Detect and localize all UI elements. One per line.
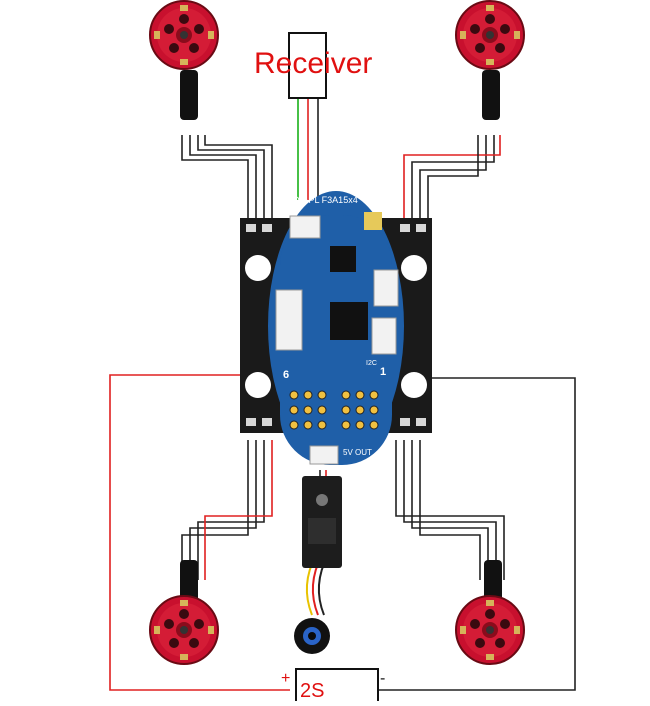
receiver-label: Receiver	[254, 47, 373, 80]
battery-positive-wire	[109, 374, 290, 691]
i2c-label: I2C	[366, 360, 377, 367]
motor-icon	[455, 0, 525, 120]
battery-icon	[295, 668, 379, 706]
motor-icon	[455, 560, 525, 665]
flight-controller-icon	[240, 191, 432, 465]
pin-label-right: 1	[380, 366, 387, 378]
camera-icon	[294, 476, 342, 654]
motor-wires-top-right	[403, 135, 501, 250]
vout-label: 5V OUT	[343, 448, 372, 457]
motor-icon	[149, 0, 219, 120]
pcb-silkscreen-label: LDA-PL F3A15x4	[288, 195, 358, 205]
motor-wires-bottom-right	[395, 440, 505, 580]
motor-wires-top-left	[181, 135, 273, 250]
motor-wires-bottom-left	[181, 440, 273, 580]
receiver-icon	[288, 32, 327, 99]
battery-minus-label: -	[380, 670, 386, 687]
motor-icon	[149, 560, 219, 665]
battery-label: 2S	[300, 680, 325, 702]
battery-negative-wire	[378, 377, 576, 691]
pin-label-left: 6	[283, 369, 290, 381]
battery-plus-label: +	[281, 670, 291, 687]
